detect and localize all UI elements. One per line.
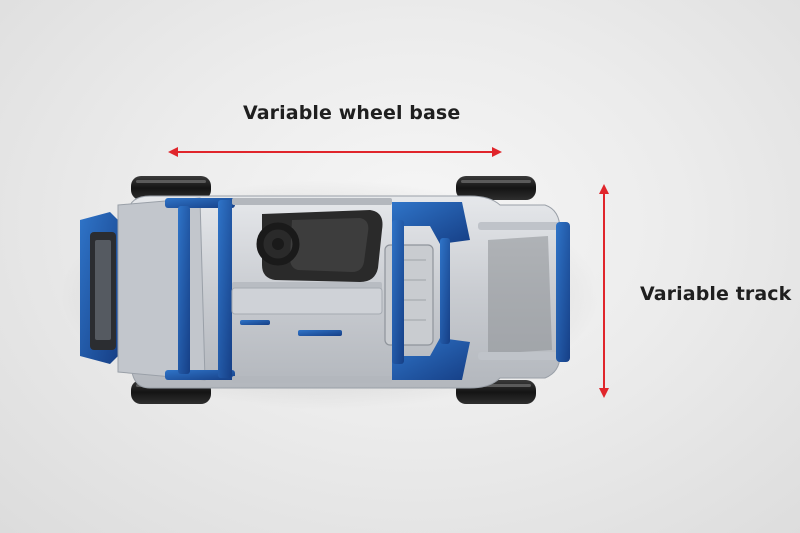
b-pillar-left — [392, 220, 404, 364]
rear-bumper-blue — [556, 222, 570, 362]
steering-hub — [272, 238, 284, 250]
a-pillar-left — [218, 200, 232, 378]
floor-blue-accent — [240, 320, 270, 325]
steering-wheel — [256, 222, 300, 266]
tire-highlight — [461, 180, 531, 183]
engine-bay — [117, 197, 206, 381]
seat-cushion — [290, 218, 369, 272]
radiator-core — [95, 240, 111, 340]
side-sill-top — [232, 198, 392, 205]
side-sill-bottom — [232, 376, 392, 383]
wheel-base-label: Variable wheel base — [243, 102, 461, 124]
rear-rail — [478, 222, 560, 230]
rear-rail — [478, 352, 560, 360]
rear-blue-structure-top — [392, 202, 470, 244]
tire-highlight — [136, 180, 206, 183]
rear-blue-structure-bottom — [392, 338, 470, 380]
rear-compartment — [488, 236, 552, 354]
track-label: Variable track — [640, 283, 792, 305]
front-blue-rail-top — [165, 198, 235, 208]
floor-blue-accent — [298, 330, 342, 336]
front-side-member — [178, 206, 190, 374]
tunnel — [231, 287, 383, 315]
rear-cross-blue — [440, 238, 450, 344]
